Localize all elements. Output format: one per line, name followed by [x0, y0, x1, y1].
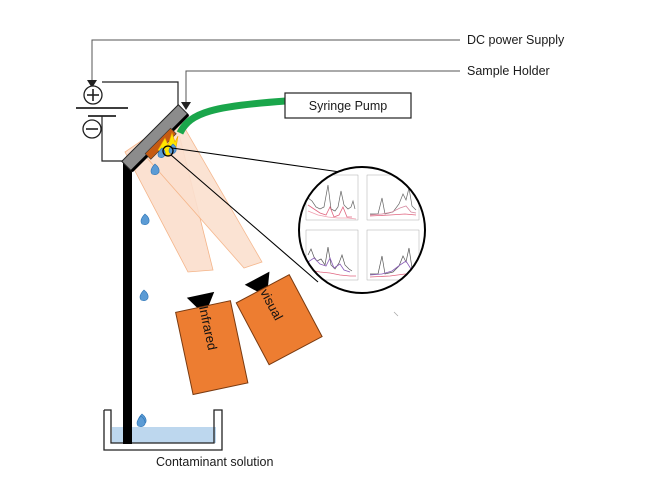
syringe-pump-label: Syringe Pump [309, 99, 388, 113]
solution-container [103, 409, 223, 451]
magnifier-ring [162, 145, 174, 157]
visual-lens [244, 271, 270, 292]
positive-terminal-icon [83, 85, 103, 105]
syringe-tube [176, 97, 287, 135]
sample-holder-arrowhead [181, 102, 191, 110]
circuit-wire [102, 81, 179, 108]
circuit-wire-return [101, 140, 125, 162]
droplet [136, 415, 146, 427]
sample-holder-leader-line [185, 70, 460, 104]
spectra-panel-bottom-left [305, 229, 359, 281]
visual-camera: visual [235, 271, 323, 366]
dc-power-supply-label: DC power Supply [467, 33, 565, 47]
dc-arrowhead [87, 80, 97, 88]
syringe-pump-box [284, 92, 412, 119]
droplet [139, 289, 149, 301]
sample-holder-label: Sample Holder [467, 64, 550, 78]
magnifier-line-bottom [170, 154, 319, 283]
stray-mark [393, 311, 399, 317]
solution-liquid [112, 427, 216, 443]
spectra-panel-bottom-right [366, 229, 420, 281]
support-rod-in-solution [123, 410, 132, 444]
negative-terminal-icon [82, 119, 102, 139]
spectra-panel-top-right [366, 174, 420, 221]
droplet [150, 163, 160, 175]
dc-supply-leader-line [91, 39, 460, 82]
droplet [140, 213, 150, 225]
inset-border [298, 166, 426, 294]
infrared-lens [186, 291, 215, 308]
infrared-camera: Infrared [175, 291, 249, 396]
contaminant-solution-label: Contaminant solution [156, 455, 273, 469]
spectra-panel-top-left [305, 174, 359, 221]
magnifier-line-top [171, 147, 341, 173]
support-rod [123, 163, 132, 440]
